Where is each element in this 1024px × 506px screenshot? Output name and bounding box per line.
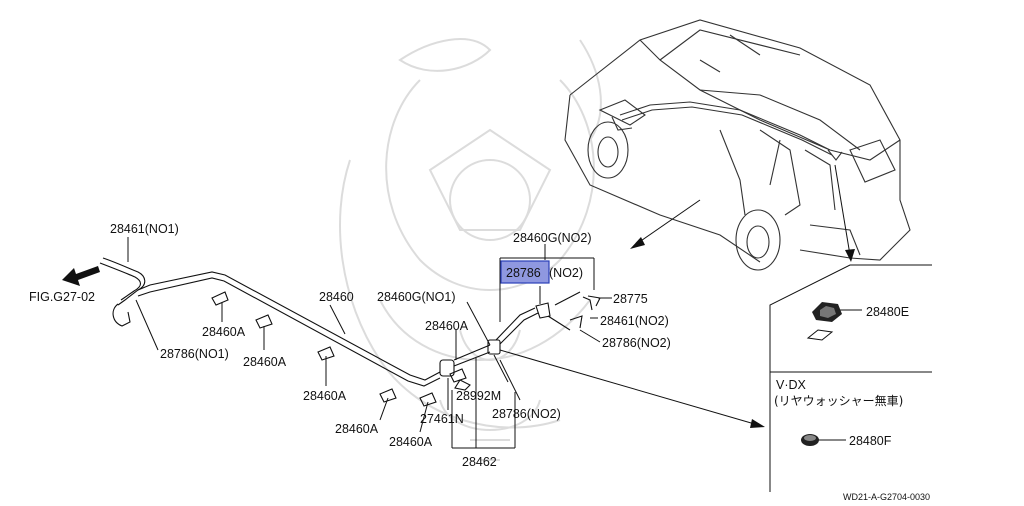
label-fig-g27-02[interactable]: FIG.G27-02: [29, 290, 95, 304]
clip-markers: [211, 291, 467, 407]
leader-lines: [127, 237, 862, 449]
vehicle-illustration: [564, 19, 911, 271]
diagram-code: WD21-A-G2704-0030: [843, 492, 930, 502]
label-28786-no1[interactable]: 28786(NO1): [160, 347, 229, 361]
label-28460a[interactable]: 28460A: [335, 422, 379, 436]
variant-note: (リヤウォッシャー無車): [774, 393, 903, 408]
variant-inset-box: [769, 264, 932, 492]
label-28460g-no1[interactable]: 28460G(NO1): [377, 290, 456, 304]
watermark-emblem: [339, 38, 602, 461]
label-28480e[interactable]: 28480E: [866, 305, 909, 319]
label-28460a[interactable]: 28460A: [303, 389, 347, 403]
label-28786-highlighted[interactable]: 28786: [506, 266, 541, 280]
washer-hose-assembly: [99, 257, 601, 391]
label-28992m[interactable]: 28992M: [456, 389, 501, 403]
label-28460a[interactable]: 28460A: [243, 355, 287, 369]
variant-label: V·DX: [776, 378, 807, 392]
left-arrow-icon: [62, 266, 100, 286]
part-labels: 28461(NO1) FIG.G27-02 28786(NO1) 28460A …: [29, 222, 930, 502]
label-28461-no2[interactable]: 28461(NO2): [600, 314, 669, 328]
label-28786-highlighted-suffix: (NO2): [549, 266, 583, 280]
label-28460[interactable]: 28460: [319, 290, 354, 304]
label-28786-no2[interactable]: 28786(NO2): [602, 336, 671, 350]
pointer-arrows: [499, 164, 855, 428]
label-28480f[interactable]: 28480F: [849, 434, 892, 448]
label-28775[interactable]: 28775: [613, 292, 648, 306]
grommet-28480F-icon: [801, 434, 819, 446]
label-28462[interactable]: 28462: [462, 455, 497, 469]
label-28460a[interactable]: 28460A: [425, 319, 469, 333]
label-28461-no1[interactable]: 28461(NO1): [110, 222, 179, 236]
label-28460a[interactable]: 28460A: [389, 435, 433, 449]
label-28460g-no2[interactable]: 28460G(NO2): [513, 231, 592, 245]
selected-part-highlight: [500, 260, 550, 284]
plug-28480E-icon: [806, 302, 842, 341]
label-28460a[interactable]: 28460A: [202, 325, 246, 339]
label-27461n[interactable]: 27461N: [420, 412, 464, 426]
label-28786-no2[interactable]: 28786(NO2): [492, 407, 561, 421]
